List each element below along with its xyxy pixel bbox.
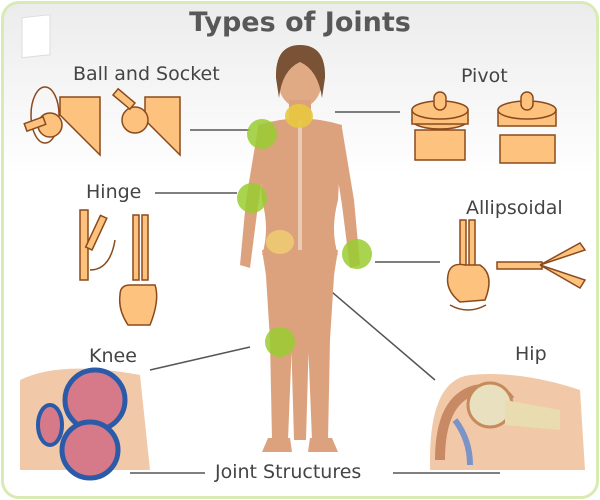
site-logo-icon	[21, 14, 51, 59]
label-hinge: Hinge	[86, 181, 142, 203]
label-ellipsoidal: Allipsoidal	[466, 197, 563, 219]
label-hip: Hip	[515, 343, 547, 365]
label-knee: Knee	[89, 345, 137, 367]
wrist-joint-marker	[342, 239, 372, 269]
hinge-joint-icon	[79, 209, 158, 326]
hip-anatomy-illustration	[430, 374, 585, 470]
joint-markers	[237, 119, 372, 357]
human-body-figure	[240, 45, 360, 452]
knee-joint-marker	[265, 327, 295, 357]
ball-and-socket-icon	[23, 86, 181, 157]
page-title: Types of Joints	[189, 7, 411, 38]
ellipsoidal-joint-icon	[446, 219, 587, 311]
shoulder-joint-marker	[247, 119, 277, 149]
label-ball-and-socket: Ball and Socket	[73, 63, 220, 85]
label-pivot: Pivot	[461, 65, 508, 87]
knee-anatomy-illustration	[20, 367, 150, 481]
neck-joint-marker	[285, 104, 313, 128]
label-joint-structures: Joint Structures	[215, 461, 362, 483]
elbow-joint-marker	[237, 183, 267, 213]
hip-joint-marker	[266, 230, 294, 254]
pivot-joint-icon	[411, 91, 557, 164]
